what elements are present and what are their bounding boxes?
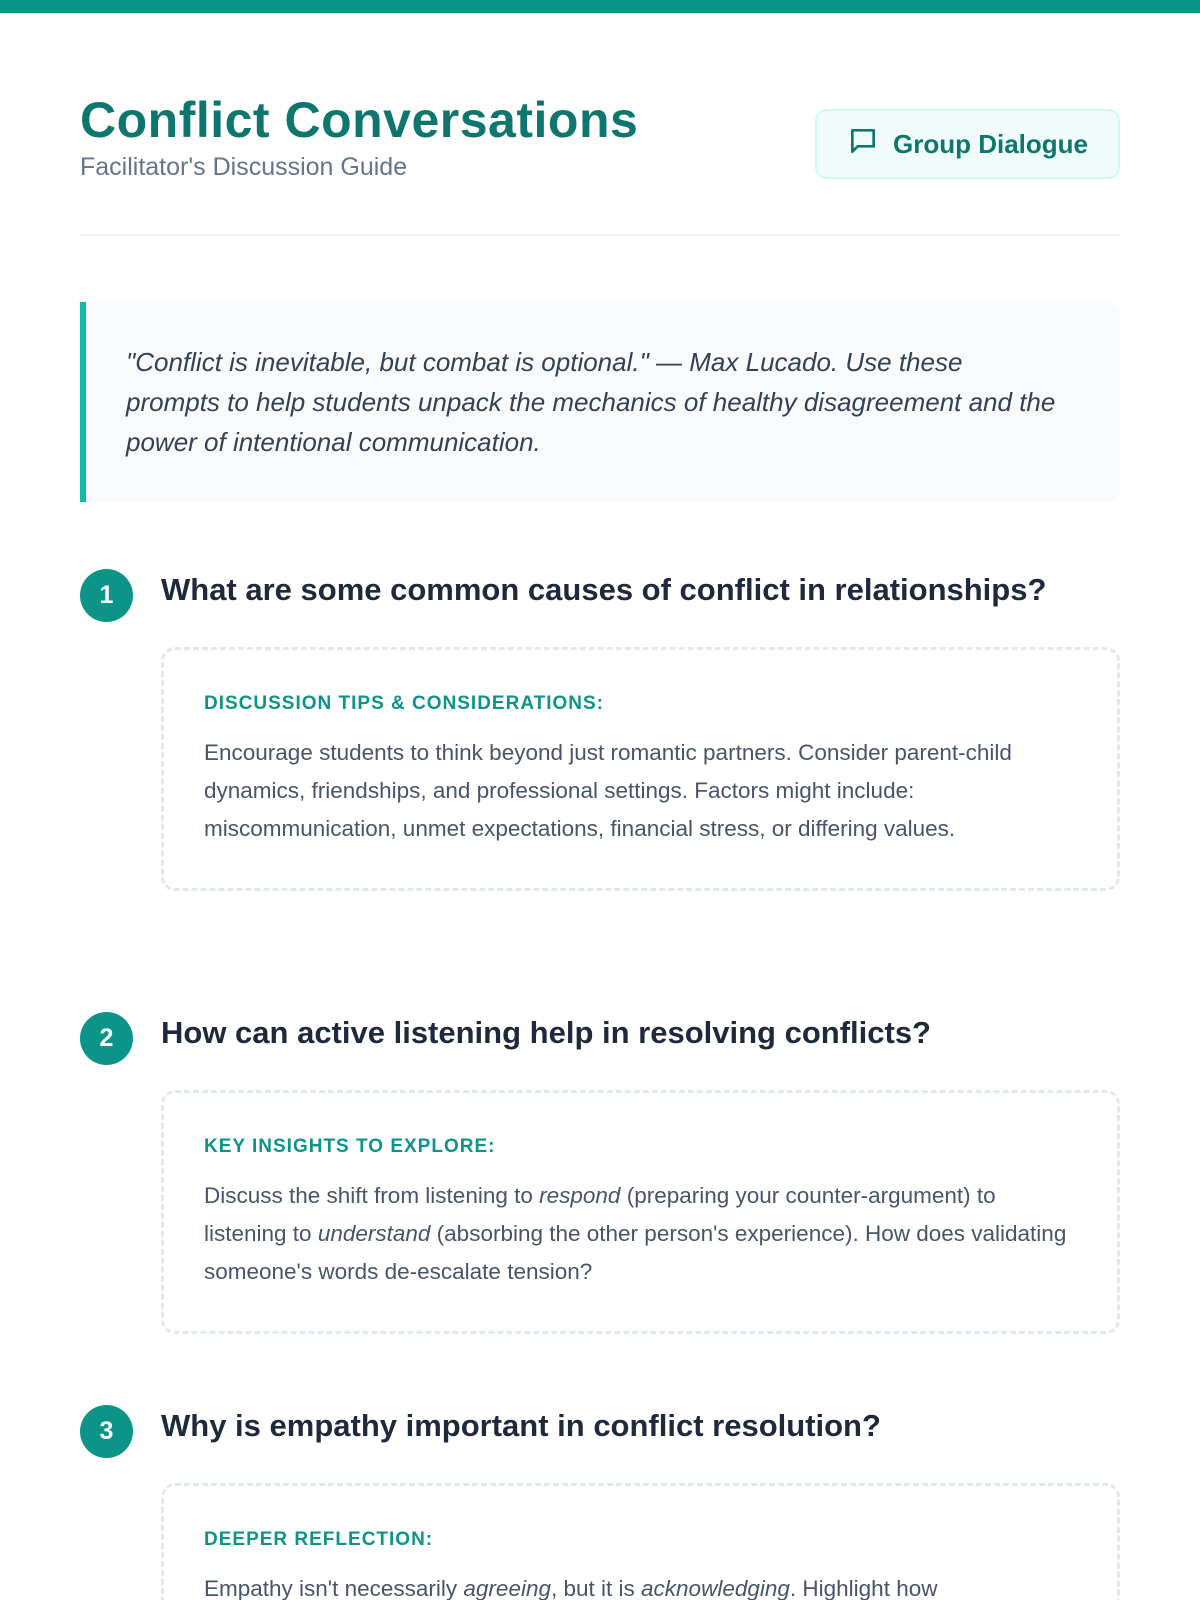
- badge-label: Group Dialogue: [893, 128, 1088, 159]
- tips-box: Key Insights to Explore: Discuss the shi…: [161, 1090, 1120, 1334]
- emphasis-text: understand: [317, 1221, 431, 1246]
- emphasis-text: acknowledging: [641, 1576, 790, 1600]
- body-text: (absorbing the other person's experience…: [204, 1221, 1067, 1284]
- page-header: Conflict Conversations Facilitator's Dis…: [80, 90, 1120, 190]
- tips-label: Discussion Tips & Considerations:: [204, 693, 605, 714]
- tips-box: Deeper Reflection: Empathy isn't necessa…: [161, 1483, 1120, 1600]
- body-text: Encourage students to think beyond just …: [204, 740, 1012, 841]
- question-text: Why is empathy important in conflict res…: [161, 1408, 881, 1443]
- tips-label: Deeper Reflection:: [204, 1529, 434, 1550]
- page-title: Conflict Conversations: [80, 92, 639, 148]
- question-text: How can active listening help in resolvi…: [161, 1015, 931, 1050]
- page-subtitle: Facilitator's Discussion Guide: [80, 153, 408, 181]
- intro-quote: "Conflict is inevitable, but combat is o…: [80, 302, 1120, 502]
- emphasis-text: agreeing: [463, 1576, 551, 1600]
- question-number: 2: [80, 1012, 133, 1065]
- question-text: What are some common causes of conflict …: [161, 572, 1047, 607]
- tips-body: Discuss the shift from listening to resp…: [204, 1177, 1077, 1291]
- question-item: 1 What are some common causes of conflic…: [80, 569, 1120, 891]
- question-number: 3: [80, 1405, 133, 1458]
- group-dialogue-badge: Group Dialogue: [815, 109, 1120, 179]
- emphasis-text: respond: [539, 1183, 621, 1208]
- tips-box: Discussion Tips & Considerations: Encour…: [161, 647, 1120, 891]
- top-accent-bar: [0, 0, 1200, 13]
- body-text: , but it is: [550, 1576, 642, 1600]
- body-text: Discuss the shift from listening to: [204, 1183, 540, 1208]
- body-text: (preparing your counter-argument) to lis…: [204, 1183, 996, 1246]
- question-number: 1: [80, 569, 133, 622]
- tips-body: Encourage students to think beyond just …: [204, 734, 1077, 848]
- tips-label: Key Insights to Explore:: [204, 1136, 496, 1157]
- header-divider: [80, 234, 1120, 236]
- body-text: . Highlight how: [789, 1576, 938, 1600]
- question-item: 2 How can active listening help in resol…: [80, 1012, 1120, 1334]
- body-text: Empathy isn't necessarily: [204, 1576, 464, 1600]
- chat-bubble-icon: [847, 125, 879, 164]
- tips-body: Empathy isn't necessarily agreeing, but …: [204, 1570, 1077, 1600]
- question-item: 3 Why is empathy important in conflict r…: [80, 1405, 1120, 1600]
